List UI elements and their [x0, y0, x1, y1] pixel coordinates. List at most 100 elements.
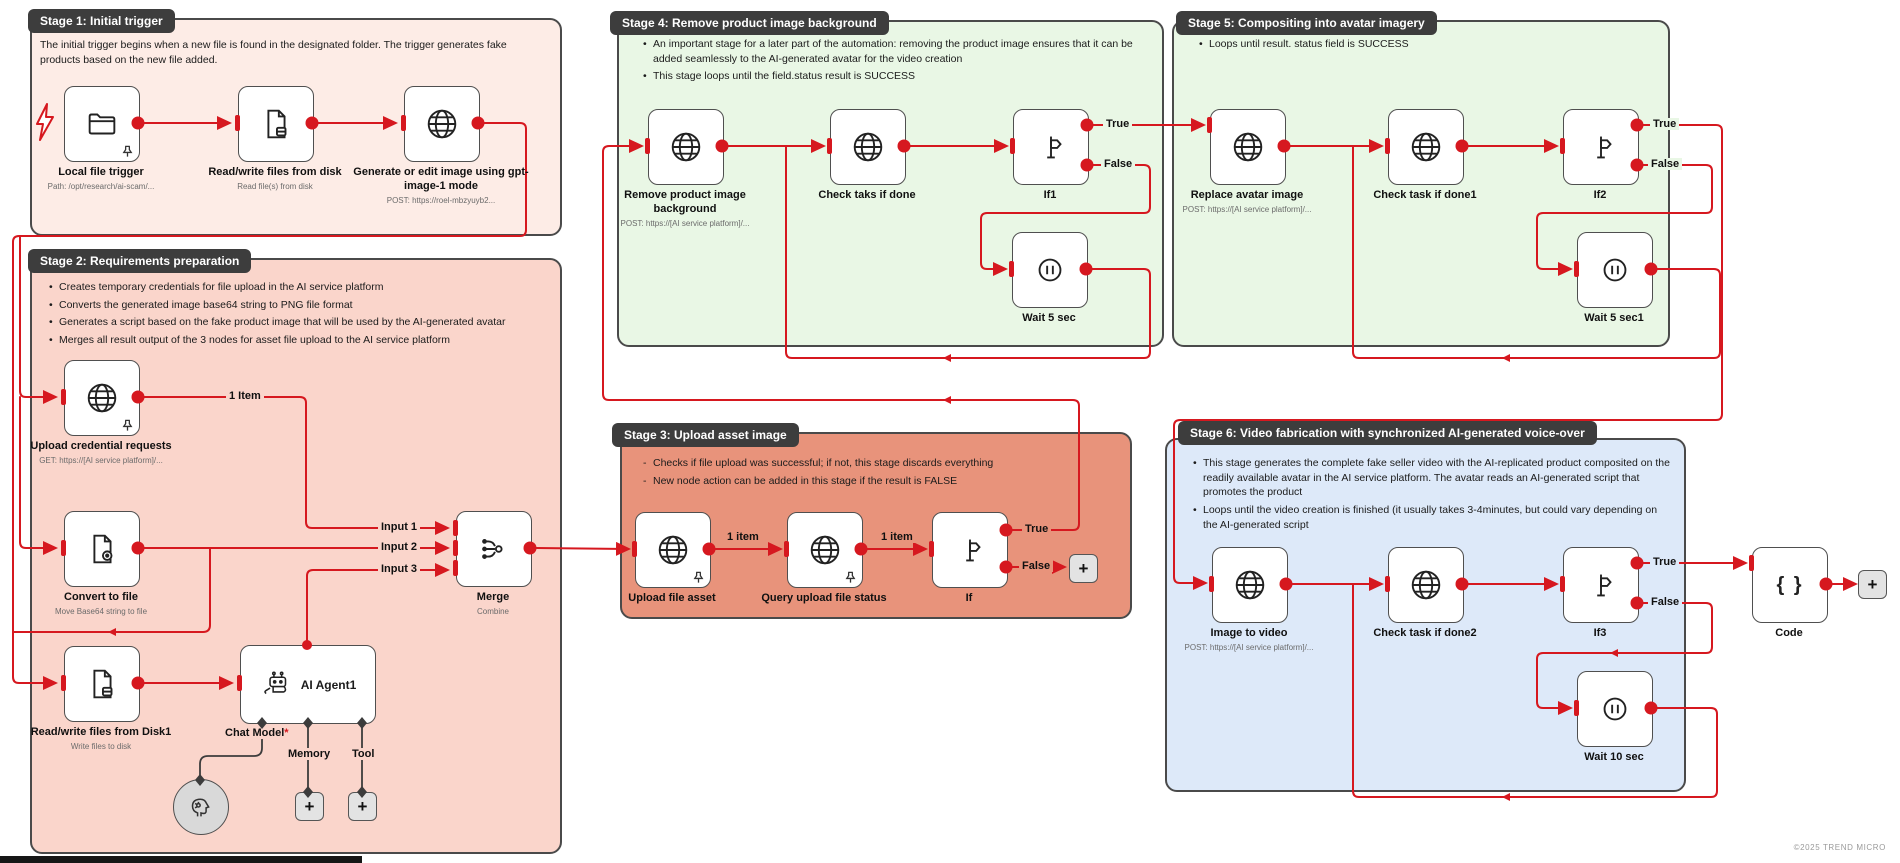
file-disk-icon [93, 669, 113, 699]
node-merge[interactable] [456, 511, 532, 587]
stage4-tab: Stage 4: Remove product image background [610, 11, 889, 35]
globe-icon [1235, 570, 1265, 600]
file-convert-icon [93, 534, 113, 564]
add-node-button[interactable]: + [1069, 554, 1098, 583]
node-check-taks-if-done[interactable] [830, 109, 906, 185]
node-label: Local file trigger Path: /opt/research/a… [47, 166, 155, 191]
stage3-bullets: Checks if file upload was successful; if… [640, 456, 1118, 491]
node-label: Wait 5 sec [1022, 312, 1076, 324]
if-signpost-icon [1597, 136, 1612, 159]
edge-label-1-item: 1 item [724, 531, 762, 543]
if-signpost-icon [1597, 574, 1612, 597]
node-if[interactable] [932, 512, 1008, 588]
if-signpost-icon [1047, 136, 1062, 159]
bottom-bar [0, 856, 362, 863]
code-braces-icon: { } [1776, 573, 1804, 596]
edge-label-input3: Input 3 [378, 563, 421, 575]
node-label: Read/write files from disk Read file(s) … [208, 166, 342, 191]
node-label: Code [1775, 627, 1803, 639]
node-label: Check taks if done [818, 189, 916, 201]
node-wait-5-sec[interactable] [1012, 232, 1088, 308]
edge-label-false: False [1101, 158, 1136, 170]
edge-label-true: True [1103, 118, 1133, 130]
add-node-button[interactable]: + [1858, 570, 1887, 599]
node-image-to-video[interactable] [1212, 547, 1288, 623]
node-code[interactable]: { } [1752, 547, 1828, 623]
node-if2[interactable] [1563, 109, 1639, 185]
node-convert-to-file[interactable] [64, 511, 140, 587]
edge-label-1-item: 1 Item [226, 390, 264, 402]
pin-icon [693, 571, 704, 583]
add-tool-button[interactable]: + [348, 792, 377, 821]
pause-icon [1603, 697, 1627, 721]
node-check-task-if-done2[interactable] [1388, 547, 1464, 623]
globe-icon [1411, 132, 1441, 162]
node-label: Generate or edit image using gpt-image-1… [353, 166, 529, 205]
edge-label-true: True [1650, 118, 1680, 130]
node-label: Check task if done1 [1373, 189, 1477, 201]
globe-icon [671, 132, 701, 162]
edge-label-true: True [1022, 523, 1052, 535]
ai-head-icon [191, 798, 210, 817]
stage4-bullets: An important stage for a later part of t… [640, 37, 1152, 87]
node-if1[interactable] [1013, 109, 1089, 185]
node-label: Convert to file Move Base64 string to fi… [54, 591, 148, 616]
node-label: Image to video POST: https://[AI service… [1184, 627, 1314, 652]
add-memory-button[interactable]: + [295, 792, 324, 821]
stage1-description: The initial trigger begins when a new fi… [40, 39, 507, 66]
edge-label-input2: Input 2 [378, 541, 421, 553]
edge-label-tool[interactable]: Tool [349, 748, 378, 760]
pause-icon [1038, 258, 1062, 282]
if-signpost-icon [966, 539, 981, 562]
node-local-file-trigger[interactable] [64, 86, 140, 162]
globe-icon [87, 383, 117, 413]
node-if3[interactable] [1563, 547, 1639, 623]
node-wait-10-sec[interactable] [1577, 671, 1653, 747]
stage6-tab: Stage 6: Video fabrication with synchron… [1178, 421, 1597, 445]
node-label: Wait 5 sec1 [1584, 312, 1644, 324]
node-replace-avatar-image[interactable] [1210, 109, 1286, 185]
node-label: Merge Combine [476, 591, 510, 616]
stage6-bullets: This stage generates the complete fake s… [1190, 456, 1670, 535]
node-label: Upload credential requests GET: https://… [30, 440, 172, 465]
edge-label-chat-model[interactable]: Chat Model* [222, 727, 292, 739]
node-query-upload-file-status[interactable] [787, 512, 863, 588]
edge-label-true: True [1650, 556, 1680, 568]
globe-icon [658, 535, 688, 565]
globe-icon [1233, 132, 1263, 162]
node-upload-file-asset[interactable] [635, 512, 711, 588]
node-label: Query upload file status [761, 592, 887, 604]
node-label: If2 [1593, 189, 1607, 201]
node-read-write-files-from-disk[interactable] [238, 86, 314, 162]
stage2-bullets: Creates temporary credentials for file u… [46, 280, 546, 351]
stage5-bullets: Loops until result. status field is SUCC… [1196, 37, 1656, 55]
pin-icon [122, 145, 133, 157]
node-label: Wait 10 sec [1584, 751, 1644, 763]
folder-icon [88, 113, 116, 135]
stage1-tab: Stage 1: Initial trigger [28, 9, 175, 33]
globe-icon [810, 535, 840, 565]
node-wait-5-sec1[interactable] [1577, 232, 1653, 308]
node-check-task-if-done1[interactable] [1388, 109, 1464, 185]
node-read-write-files-from-disk1[interactable] [64, 646, 140, 722]
node-label: Replace avatar image POST: https://[AI s… [1182, 189, 1312, 214]
pause-icon [1603, 258, 1627, 282]
node-upload-credential-requests[interactable] [64, 360, 140, 436]
stage2-tab: Stage 2: Requirements preparation [28, 249, 252, 273]
node-generate-or-edit-image[interactable] [404, 86, 480, 162]
trigger-lightning-icon [33, 100, 57, 149]
node-label: Check task if done2 [1373, 627, 1477, 639]
node-ai-agent1[interactable]: AI Agent1 [240, 645, 376, 724]
edge-label-input1: Input 1 [378, 521, 421, 533]
globe-icon [1411, 570, 1441, 600]
node-label: Upload file asset [628, 592, 716, 604]
node-label: Remove product image background POST: ht… [620, 189, 750, 228]
edge-label-memory[interactable]: Memory [285, 748, 334, 760]
file-disk-icon [267, 109, 287, 139]
globe-icon [427, 109, 457, 139]
pin-icon [122, 419, 133, 431]
edge-label-false: False [1019, 560, 1054, 572]
node-chat-model[interactable] [173, 779, 229, 835]
node-label: If [965, 592, 973, 604]
node-remove-product-image-background[interactable] [648, 109, 724, 185]
